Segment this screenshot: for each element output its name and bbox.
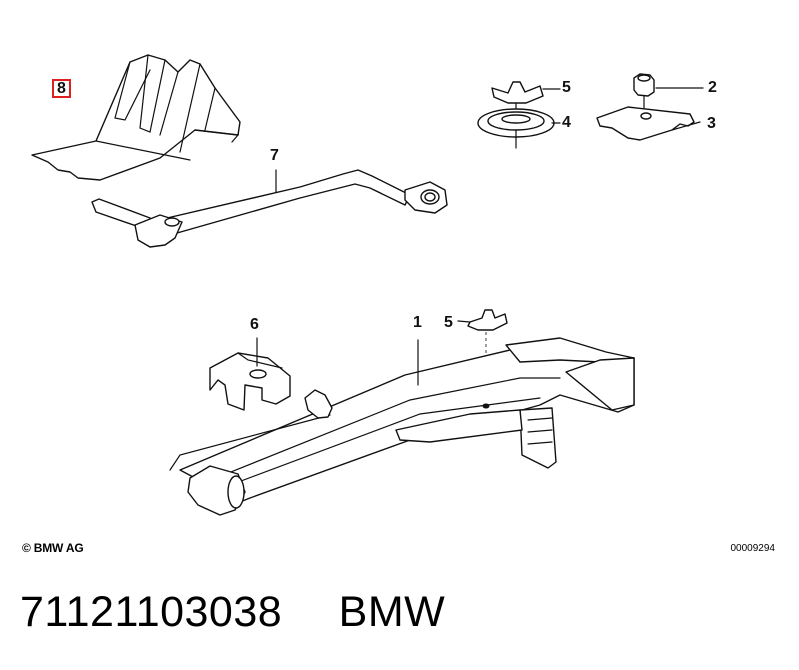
callout-4: 4 [562,114,571,131]
part-number-line: 71121103038 BMW [20,588,445,637]
callout-7: 7 [270,147,279,164]
brand-name: BMW [338,588,446,636]
parts-diagram [31,54,704,516]
callout-2: 2 [708,79,717,96]
callout-6: 6 [250,316,259,333]
diagram-reference-code: 00009294 [730,543,776,554]
bracket-illustration [209,337,291,411]
callout-5-top: 5 [562,79,571,96]
copyright-notice: © BMW AG [22,541,84,555]
part-number: 71121103038 [20,588,283,636]
wing-nut-top-illustration [491,81,561,111]
wheel-chock-illustration [31,54,241,181]
callout-5-lower: 5 [444,314,453,331]
callout-8-highlighted[interactable]: 8 [52,79,71,98]
lug-wrench-illustration [91,169,448,248]
grommet-illustration [477,108,561,149]
callout-3: 3 [707,115,716,132]
jack-illustration [169,337,635,516]
callout-1: 1 [413,314,422,331]
plate-illustration [596,106,701,141]
nut-illustration [633,73,704,111]
